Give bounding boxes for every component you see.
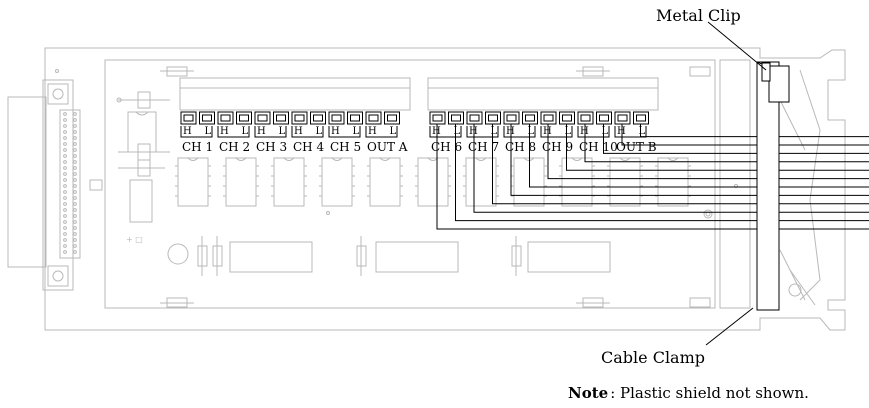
terminal-screw (199, 111, 215, 125)
terminal-screw (633, 111, 649, 125)
terminal-screw (448, 111, 464, 125)
pin-label-high: H (294, 126, 303, 137)
cable-clamp-leader (705, 307, 754, 346)
cable-wire (510, 124, 869, 196)
right-channel-label: CH 10 (579, 140, 618, 154)
terminal-screw (347, 111, 363, 125)
metal-clip-leader (707, 21, 767, 71)
left-channel-label: CH 5 (330, 140, 361, 154)
note-label: Note: Plastic shield not shown. (568, 384, 809, 402)
pin-label-low: L (205, 126, 212, 137)
pin-label-low: L (528, 126, 535, 137)
pin-label-low: L (390, 126, 397, 137)
right-channel-label: CH 6 (431, 140, 462, 154)
cable-clamp (756, 61, 780, 311)
terminal-screw (485, 111, 501, 125)
pin-label-low: L (491, 126, 498, 137)
terminal-screw (559, 111, 575, 125)
terminal-screw (596, 111, 612, 125)
relay-row (175, 157, 691, 207)
metal-clip-label: Metal Clip (656, 6, 741, 25)
pin-label-low: L (639, 126, 646, 137)
pin-label-low: L (242, 126, 249, 137)
left-channel-label: OUT A (367, 140, 408, 154)
right-channel-label: CH 8 (505, 140, 536, 154)
terminal-block-right (427, 77, 659, 111)
left-channel-label: CH 1 (182, 140, 213, 154)
terminal-block-left (179, 77, 411, 111)
pin-label-low: L (353, 126, 360, 137)
terminal-screw (522, 111, 538, 125)
terminal-screw (310, 111, 326, 125)
cable-clamp-label: Cable Clamp (601, 348, 705, 367)
right-channel-label: CH 7 (468, 140, 499, 154)
terminal-screw (236, 111, 252, 125)
terminal-screw (614, 111, 631, 125)
terminal-screw (365, 111, 382, 125)
cable-wire (455, 124, 869, 222)
cable-wires (436, 124, 869, 230)
terminal-screw (540, 111, 557, 125)
terminal-screw (429, 111, 446, 125)
left-channel-label: CH 4 (293, 140, 324, 154)
terminal-screw (254, 111, 271, 125)
svg-text:+ □: + □ (126, 235, 143, 244)
pin-label-low: L (565, 126, 572, 137)
terminal-screw (273, 111, 289, 125)
pin-label-low: L (279, 126, 286, 137)
discrete-components: + □ (116, 91, 611, 276)
terminal-screw (577, 111, 594, 125)
cable-wire (603, 124, 869, 154)
pin-label-low: L (454, 126, 461, 137)
edge-connector (7, 79, 103, 291)
pin-label-high: H (257, 126, 266, 137)
terminal-screw (384, 111, 400, 125)
metal-clip (756, 61, 790, 103)
cable-wire (492, 124, 869, 205)
terminal-screw (217, 111, 234, 125)
pin-label-high: H (331, 126, 340, 137)
terminal-screw (180, 111, 197, 125)
left-channel-label: CH 2 (219, 140, 250, 154)
board-outline (44, 47, 846, 331)
right-channel-label: CH 9 (542, 140, 573, 154)
terminal-screw (328, 111, 345, 125)
cable-wire (529, 124, 869, 188)
cable-wire (436, 124, 869, 230)
pin-label-high: H (368, 126, 377, 137)
pin-label-high: H (183, 126, 192, 137)
cable-wire (640, 124, 869, 138)
cable-wire (621, 124, 869, 146)
pin-label-low: L (602, 126, 609, 137)
terminal-screw (503, 111, 520, 125)
terminal-screw (291, 111, 308, 125)
left-channel-label: CH 3 (256, 140, 287, 154)
pin-label-low: L (316, 126, 323, 137)
cable-wire (473, 124, 869, 213)
pin-label-high: H (220, 126, 229, 137)
terminal-screw (466, 111, 483, 125)
right-channel-label: OUT B (616, 140, 657, 154)
